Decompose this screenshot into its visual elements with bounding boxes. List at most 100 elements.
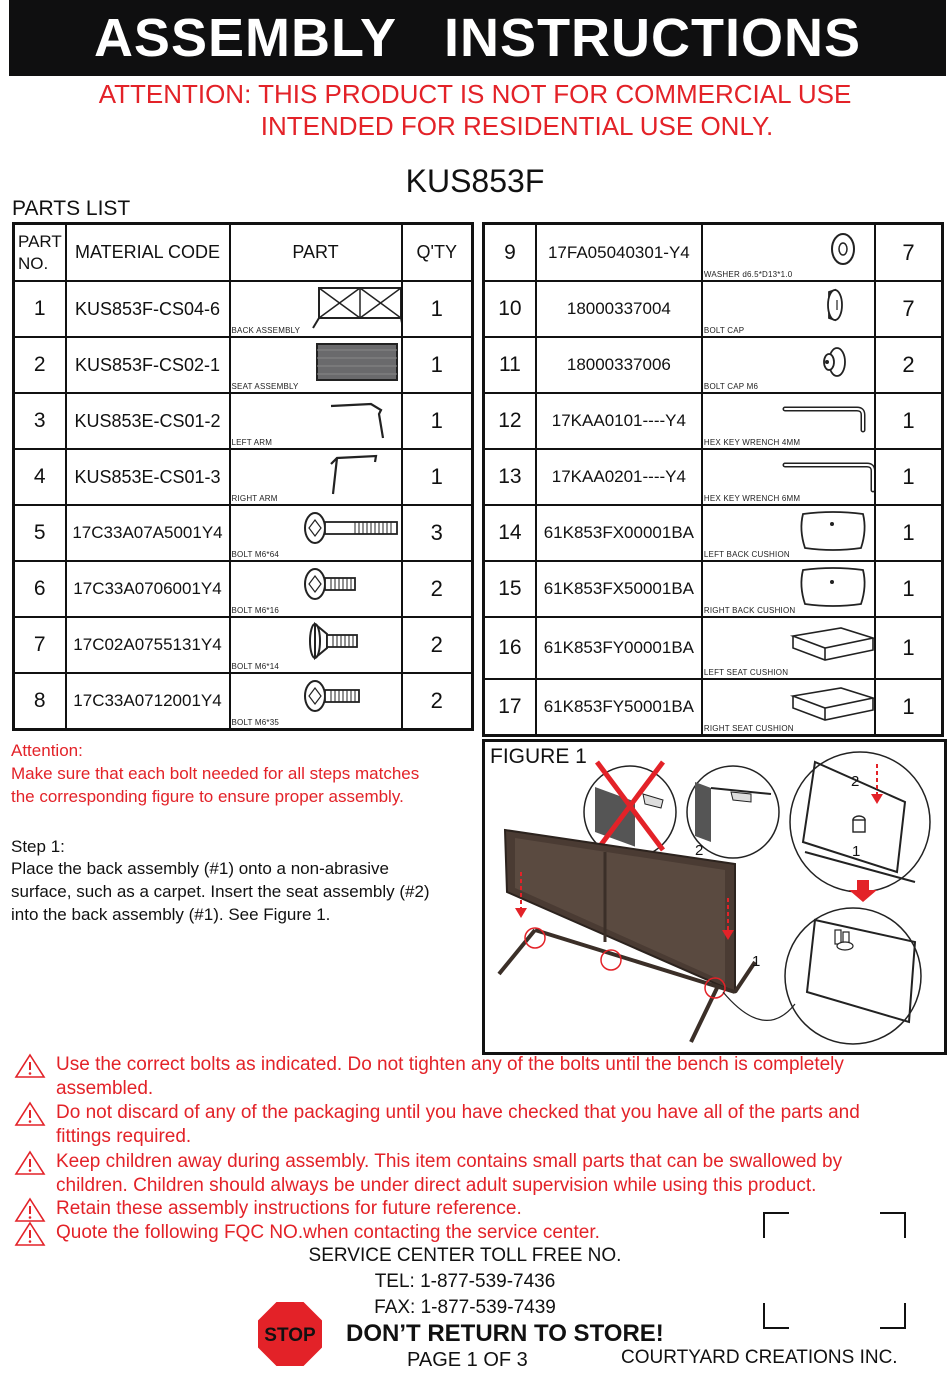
table-row: 5 17C33A07A5001Y4 BOLT M6*64 3 bbox=[12, 504, 474, 562]
part-number: 13 bbox=[482, 448, 537, 506]
quantity: 1 bbox=[400, 392, 474, 450]
warning-text: Quote the following FQC NO.when contacti… bbox=[56, 1222, 600, 1243]
part-number: 5 bbox=[12, 504, 67, 562]
callout-1-detail: 1 bbox=[852, 843, 860, 860]
part-caption: RIGHT BACK CUSHION bbox=[703, 606, 796, 615]
table-row: 12 17KAA0101----Y4 HEX KEY WRENCH 4MM 1 bbox=[482, 392, 944, 450]
quantity: 1 bbox=[874, 392, 944, 450]
part-cell: BOLT M6*64 bbox=[228, 504, 403, 562]
table-row: 10 18000337004 BOLT CAP 7 bbox=[482, 280, 944, 338]
table-row: 13 17KAA0201----Y4 HEX KEY WRENCH 6MM 1 bbox=[482, 448, 944, 506]
parts-table-left: PART NO. MATERIAL CODE PART Q'TY 1 KUS85… bbox=[12, 222, 474, 731]
bolt-icon bbox=[303, 680, 360, 712]
figure-label: FIGURE 1 bbox=[490, 745, 587, 768]
stop-sign-label: STOP bbox=[264, 1325, 316, 1346]
warning-text: Keep children away during assembly. This… bbox=[56, 1151, 843, 1172]
step-text-2: surface, such as a carpet. Insert the se… bbox=[11, 882, 430, 901]
quantity: 2 bbox=[400, 560, 474, 618]
material-code: 61K853FY50001BA bbox=[534, 678, 703, 737]
table-row: 9 17FA05040301-Y4 WASHER d6.5*D13*1.0 7 bbox=[482, 222, 944, 282]
fqc-corner-tr bbox=[880, 1212, 906, 1238]
warning-text: fittings required. bbox=[56, 1126, 192, 1147]
part-number: 15 bbox=[482, 560, 537, 618]
callout-2-main: 2 bbox=[695, 842, 703, 859]
company-name: COURTYARD CREATIONS INC. bbox=[621, 1347, 898, 1368]
table-row: 3 KUS853E-CS01-2 LEFT ARM 1 bbox=[12, 392, 474, 450]
parts-list-label: PARTS LIST bbox=[12, 197, 131, 220]
material-code: KUS853E-CS01-3 bbox=[64, 448, 231, 506]
material-code: 17C33A0706001Y4 bbox=[64, 560, 231, 618]
part-caption: BOLT CAP M6 bbox=[703, 382, 759, 391]
warning-triangle-icon bbox=[14, 1197, 46, 1222]
warning-triangle-icon bbox=[14, 1150, 46, 1175]
part-cell: BOLT M6*35 bbox=[228, 672, 403, 731]
long-bolt-icon bbox=[303, 512, 398, 544]
quantity: 1 bbox=[400, 448, 474, 506]
warning-triangle-icon bbox=[14, 1053, 46, 1078]
warning-text: assembled. bbox=[56, 1078, 154, 1099]
part-cell: HEX KEY WRENCH 4MM bbox=[700, 392, 877, 450]
warning-text: children. Children should always be unde… bbox=[56, 1175, 817, 1196]
page-indicator: PAGE 1 OF 3 bbox=[407, 1349, 528, 1371]
part-cell: LEFT ARM bbox=[228, 392, 403, 450]
no-return-notice: DON’T RETURN TO STORE! bbox=[346, 1320, 664, 1347]
part-caption: BOLT CAP bbox=[703, 326, 745, 335]
stop-sign-icon: STOP bbox=[256, 1300, 324, 1368]
quantity: 1 bbox=[874, 616, 944, 680]
part-number: 16 bbox=[482, 616, 537, 680]
quantity: 2 bbox=[400, 672, 474, 731]
part-caption: HEX KEY WRENCH 4MM bbox=[703, 438, 801, 447]
back-assembly-icon bbox=[311, 287, 400, 329]
part-number: 1 bbox=[12, 280, 67, 338]
part-number: 12 bbox=[482, 392, 537, 450]
quantity: 1 bbox=[400, 280, 474, 338]
material-code: 17KAA0201----Y4 bbox=[534, 448, 703, 506]
part-cell: BACK ASSEMBLY bbox=[228, 280, 403, 338]
part-number: 6 bbox=[12, 560, 67, 618]
table-row: 2 KUS853F-CS02-1 SEAT ASSEMBLY 1 bbox=[12, 336, 474, 394]
part-caption: HEX KEY WRENCH 6MM bbox=[703, 494, 801, 503]
part-number: 10 bbox=[482, 280, 537, 338]
part-number: 2 bbox=[12, 336, 67, 394]
part-cell: HEX KEY WRENCH 6MM bbox=[700, 448, 877, 506]
material-code: 17C33A0712001Y4 bbox=[64, 672, 231, 731]
table-row: 7 17C02A0755131Y4 BOLT M6*14 2 bbox=[12, 616, 474, 674]
part-caption: LEFT BACK CUSHION bbox=[703, 550, 790, 559]
attention-heading: Attention: bbox=[11, 741, 83, 760]
material-code: 18000337006 bbox=[534, 336, 703, 394]
table-row: 14 61K853FX00001BA LEFT BACK CUSHION 1 bbox=[482, 504, 944, 562]
table-row: 6 17C33A0706001Y4 BOLT M6*16 2 bbox=[12, 560, 474, 618]
material-code: 61K853FX00001BA bbox=[534, 504, 703, 562]
table-row: 11 18000337006 BOLT CAP M6 2 bbox=[482, 336, 944, 394]
material-code: KUS853E-CS01-2 bbox=[64, 392, 231, 450]
material-code: 61K853FX50001BA bbox=[534, 560, 703, 618]
warning-triangle-icon bbox=[14, 1101, 46, 1126]
back-cushion-icon bbox=[800, 511, 866, 551]
step-text-1: Place the back assembly (#1) onto a non-… bbox=[11, 859, 389, 878]
part-number: 7 bbox=[12, 616, 67, 674]
part-caption: WASHER d6.5*D13*1.0 bbox=[703, 270, 793, 279]
header-qty: Q'TY bbox=[400, 222, 474, 282]
fqc-corner-br bbox=[880, 1303, 906, 1329]
part-cell: BOLT M6*16 bbox=[228, 560, 403, 618]
service-center-title: SERVICE CENTER TOLL FREE NO. bbox=[308, 1245, 622, 1266]
quantity: 7 bbox=[874, 280, 944, 338]
part-cell: RIGHT ARM bbox=[228, 448, 403, 506]
step-heading: Step 1: bbox=[11, 837, 65, 856]
attention-text-1: Make sure that each bolt needed for all … bbox=[11, 764, 420, 783]
detail-insert bbox=[789, 751, 931, 893]
figure-1-box bbox=[482, 739, 947, 1055]
table-row: 4 KUS853E-CS01-3 RIGHT ARM 1 bbox=[12, 448, 474, 506]
right-arm-icon bbox=[329, 454, 377, 495]
quantity: 2 bbox=[874, 336, 944, 394]
part-cell: BOLT CAP bbox=[700, 280, 877, 338]
part-number: 11 bbox=[482, 336, 537, 394]
material-code: 17C02A0755131Y4 bbox=[64, 616, 231, 674]
part-cell: LEFT BACK CUSHION bbox=[700, 504, 877, 562]
part-cell: SEAT ASSEMBLY bbox=[228, 336, 403, 394]
page-title: ASSEMBLY INSTRUCTIONS bbox=[9, 0, 946, 76]
material-code: KUS853F-CS02-1 bbox=[64, 336, 231, 394]
part-cell: WASHER d6.5*D13*1.0 bbox=[700, 222, 877, 282]
material-code: 17FA05040301-Y4 bbox=[534, 222, 703, 282]
header-material-code: MATERIAL CODE bbox=[64, 222, 231, 282]
